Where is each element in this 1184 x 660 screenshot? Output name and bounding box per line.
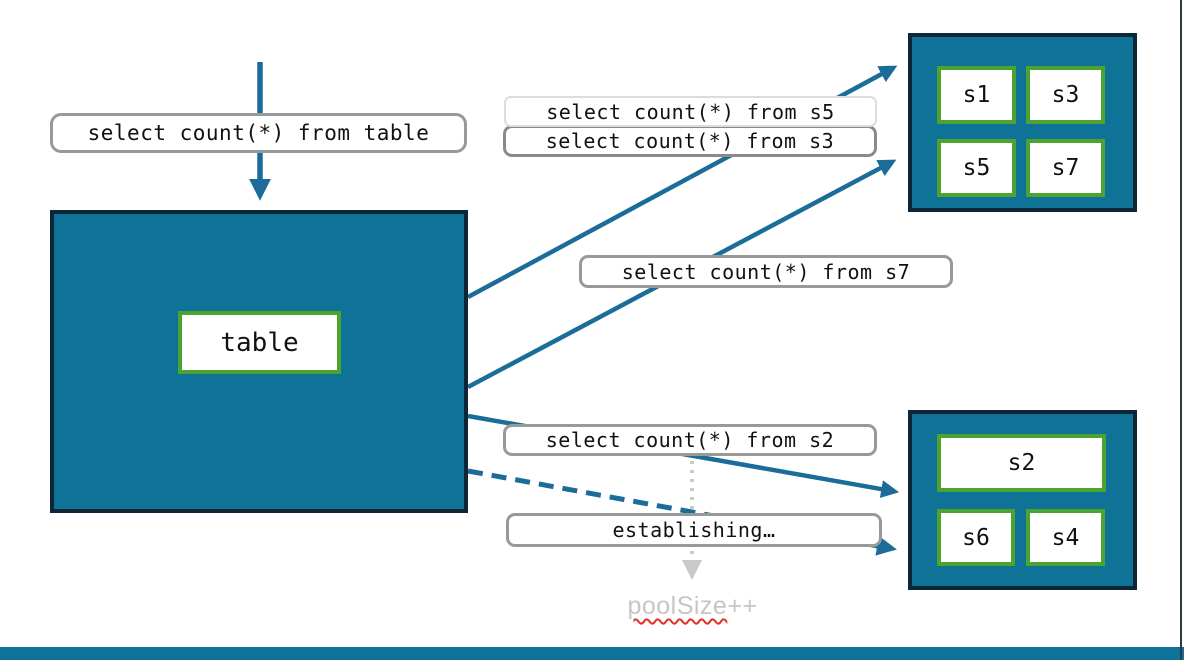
bottom-accent-bar — [0, 647, 1184, 660]
slide-right-edge — [1180, 0, 1182, 660]
status-label-establishing: establishing… — [506, 513, 882, 547]
query-label-s7: select count(*) from s7 — [579, 255, 953, 288]
shard-s7: s7 — [1026, 139, 1105, 197]
query-label-s5: select count(*) from s5 — [504, 96, 877, 127]
table-box: table — [178, 311, 341, 374]
shard-s5: s5 — [937, 139, 1016, 197]
query-label-s3: select count(*) from s3 — [503, 125, 877, 157]
shard-s6: s6 — [937, 509, 1015, 566]
poolsize-word: poolSize — [627, 592, 728, 620]
query-label-table: select count(*) from table — [50, 113, 467, 153]
shard-s2: s2 — [937, 434, 1106, 492]
shard-s1: s1 — [937, 66, 1016, 124]
query-label-s2: select count(*) from s2 — [503, 424, 877, 456]
poolsize-note: poolSize++ — [600, 592, 785, 621]
shard-s3: s3 — [1026, 66, 1105, 124]
poolsize-suffix: ++ — [727, 592, 758, 620]
shard-s4: s4 — [1026, 509, 1105, 566]
